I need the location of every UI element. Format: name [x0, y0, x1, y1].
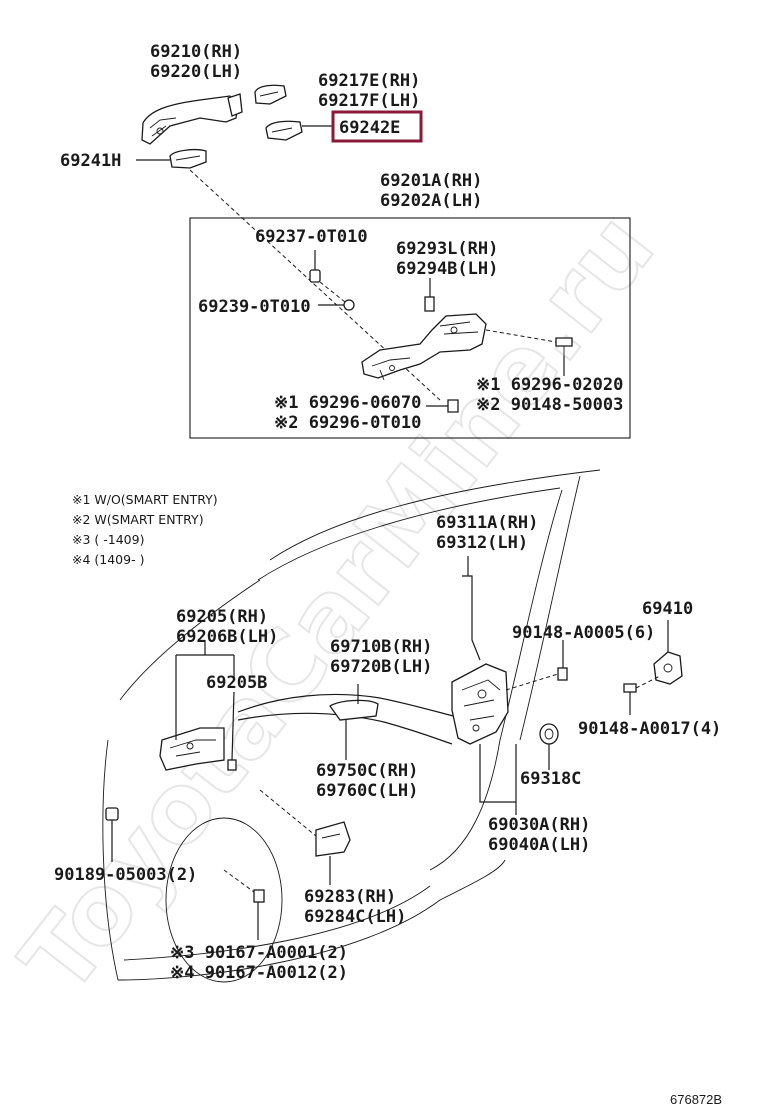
label-69206b: 69206B(LH): [176, 627, 278, 647]
label-69311a: 69311A(RH): [436, 513, 538, 533]
label-69410: 69410: [642, 599, 693, 619]
striker-part-69410: [653, 651, 683, 685]
dashed-guide-a0005: [505, 673, 559, 691]
handle-cover-part-69217: [254, 84, 287, 105]
dashed-guide-a0017: [635, 675, 661, 689]
label-90167-a0001: ※3 90167-A0001(2): [170, 943, 348, 963]
screw-part-69296-02020: [555, 337, 573, 356]
note-1: ※1 W/O(SMART ENTRY): [72, 492, 218, 507]
label-69283: 69283(RH): [304, 887, 396, 907]
label-69202a: 69202A(LH): [380, 191, 482, 211]
label-69294b: 69294B(LH): [396, 259, 498, 279]
screw-part-69296-06070: [447, 399, 459, 413]
label-69760c: 69760C(LH): [316, 781, 418, 801]
frame-assembly-box: [189, 217, 631, 439]
screw-part-90167: [253, 889, 265, 903]
label-69205: 69205(RH): [176, 607, 268, 627]
label-90167-a0012: ※4 90167-A0012(2): [170, 963, 348, 983]
rod-part-69311a: [462, 575, 481, 661]
lock-cable-69710b: [237, 693, 471, 745]
note-4: ※4 (1409- ): [72, 552, 144, 567]
cushion-part-69237: [309, 269, 321, 283]
note-2: ※2 W(SMART ENTRY): [72, 512, 204, 527]
label-69239: 69239-0T010: [198, 297, 311, 317]
label-69720b: 69720B(LH): [330, 657, 432, 677]
cover-part-69283: [315, 821, 351, 857]
seal-part-69318c: [539, 723, 559, 745]
label-69220: 69220(LH): [150, 62, 242, 82]
dashed-guide-cushion: [319, 281, 346, 303]
label-69293l: 69293L(RH): [396, 239, 498, 259]
outside-handle-drawing: [141, 93, 243, 145]
label-69710b: 69710B(RH): [330, 637, 432, 657]
bolt-part-90148-a0017: [623, 683, 637, 693]
cushion-part-69239: [343, 299, 355, 311]
dashed-guide-screw: [485, 329, 557, 343]
highlight-box-69242e: [331, 110, 423, 143]
dashed-guide-90167: [223, 869, 255, 893]
dashed-guide-69283: [259, 789, 317, 837]
clip-part-90189: [105, 807, 119, 821]
label-69750c: 69750C(RH): [316, 761, 418, 781]
label-69284c: 69284C(LH): [304, 907, 406, 927]
note-3: ※3 ( -1409): [72, 532, 144, 547]
label-69030a: 69030A(RH): [488, 815, 590, 835]
label-69241h: 69241H: [60, 151, 121, 171]
handle-pad-part-69242e: [265, 120, 303, 141]
door-outline: [102, 469, 601, 983]
label-90148-50003: ※2 90148-50003: [476, 395, 623, 415]
label-90148-a0005: 90148-A0005(6): [512, 623, 655, 643]
label-69217e: 69217E(RH): [318, 71, 420, 91]
frame-assembly-drawing: [361, 313, 487, 381]
label-69237: 69237-0T010: [255, 227, 368, 247]
label-90189: 90189-05003(2): [54, 865, 197, 885]
door-lock-assembly-69030a: [451, 663, 509, 745]
screw-part-69205b: [227, 759, 237, 771]
handle-gasket-part-69241h: [169, 149, 207, 169]
bolt-part-90148-a0005: [557, 667, 568, 681]
leader-69205b: [231, 691, 235, 761]
figure-code: 676872B: [670, 1092, 722, 1107]
label-69242e[interactable]: 69242E: [339, 118, 400, 138]
leader-69030a: [479, 744, 517, 803]
label-69217f: 69217F(LH): [318, 91, 420, 111]
label-69201a: 69201A(RH): [380, 171, 482, 191]
label-69210: 69210(RH): [150, 42, 242, 62]
label-90148-a0017: 90148-A0017(4): [578, 719, 721, 739]
label-69205b: 69205B: [206, 673, 267, 693]
label-69040a: 69040A(LH): [488, 835, 590, 855]
clip-part-69293l: [424, 296, 435, 312]
label-69318c: 69318C: [520, 769, 581, 789]
label-69296-0t010: ※2 69296-0T010: [274, 413, 421, 433]
label-69296-02020: ※1 69296-02020: [476, 375, 623, 395]
label-69296-06070: ※1 69296-06070: [274, 393, 421, 413]
label-69312: 69312(LH): [436, 533, 528, 553]
